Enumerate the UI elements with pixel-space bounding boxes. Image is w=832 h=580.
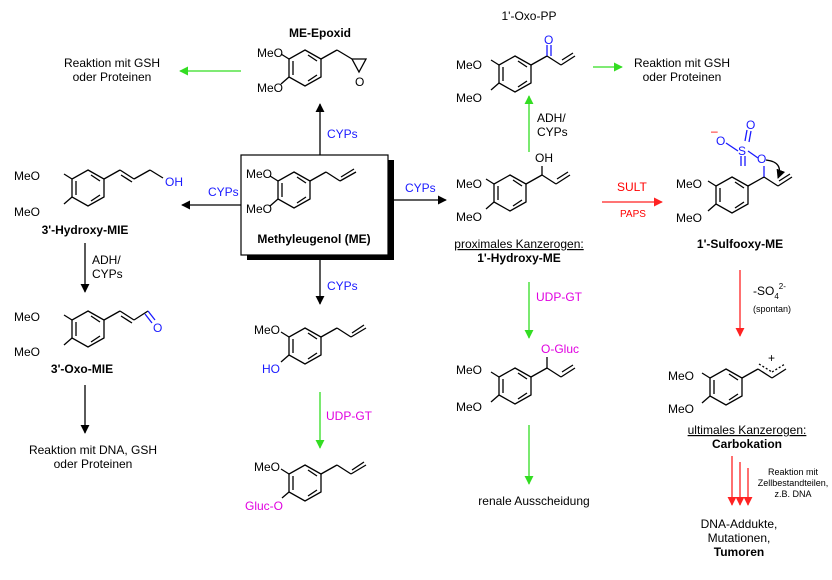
reaction-note-3: z.B. DNA [774, 489, 811, 499]
carbocation-title-1: ultimales Kanzerogen: [688, 423, 807, 437]
oxo-pp-oxygen: O [544, 33, 553, 47]
hydroxy-me-meo-2: MeO [456, 210, 482, 224]
sulfooxy-cofactor: PAPS [620, 209, 646, 220]
phenol: MeO HO [254, 323, 367, 376]
loss-note: (spontan) [753, 304, 791, 314]
oxo-mie-title: 3'-Oxo-MIE [51, 362, 113, 376]
phenol-meo: MeO [254, 323, 280, 337]
methyleugenol-box: MeO MeO Methyleugenol (ME) [240, 154, 394, 260]
reaction-note-1: Reaktion mit [768, 467, 819, 477]
epoxide-oxygen: O [355, 75, 364, 89]
glucuronide-structure [490, 357, 576, 405]
sulfooxy-s: S [738, 144, 746, 158]
center-label: Methyleugenol (ME) [257, 232, 370, 246]
epoxide-fate-line1: Reaktion mit GSH [64, 56, 160, 70]
hydroxy-me-glucuronide: MeO MeO O-Gluc [456, 342, 579, 414]
glucuronide-meo-1: MeO [456, 363, 482, 377]
sulfooxy-o3: O [757, 152, 766, 166]
oxo-pp-enzyme-2: CYPs [537, 125, 568, 139]
phenol-gluc-structure [280, 461, 367, 502]
hydroxy-me-structure [485, 166, 571, 212]
final-line2: Mutationen, [708, 531, 771, 545]
carbocation-title-2: Carbokation [712, 437, 782, 451]
phenol-gluc-meo: MeO [254, 460, 280, 474]
center-meo-2: MeO [246, 202, 272, 216]
oxo-pp-meo-2: MeO [456, 91, 482, 105]
carbocation: + MeO MeO ultimales Kanzerogen: Carbokat… [668, 351, 806, 451]
me-epoxide: ME-Epoxid MeO MeO O [257, 26, 368, 95]
oxo-pp: 1'-Oxo-PP MeO MeO O [456, 9, 576, 105]
sulfooxy-me: – O S O O MeO MeO 1'-Sulfooxy-ME [676, 118, 793, 251]
glucuronide-enzyme: UDP-GT [536, 290, 583, 304]
epoxide-meo-2: MeO [257, 81, 283, 95]
final-line3: Tumoren [714, 545, 764, 559]
hydroxy-me-meo-1: MeO [456, 177, 482, 191]
triple-arrows [727, 456, 753, 506]
carbocation-meo-2: MeO [668, 402, 694, 416]
hydroxy-mie-structure [63, 169, 164, 207]
oxo-mie-fate-line2: oder Proteinen [54, 457, 133, 471]
sulfooxy-o2: O [746, 118, 755, 132]
oxo-mie: MeO MeO O 3'-Oxo-MIE [14, 310, 162, 376]
hydroxy-me-title-2: 1'-Hydroxy-ME [477, 251, 561, 265]
methyleugenol-structure [269, 168, 357, 209]
oxo-mie-fate-line1: Reaktion mit DNA, GSH [29, 443, 157, 457]
hydroxy-mie-oh: OH [165, 175, 183, 189]
glucuronide-fate: renale Ausscheidung [478, 494, 589, 508]
sulfooxy-o1: O [716, 134, 725, 148]
phenol-gluc-enzyme: UDP-GT [326, 409, 373, 423]
glucuronide-meo-2: MeO [456, 400, 482, 414]
phenol-structure [280, 324, 367, 365]
carbocation-structure [701, 363, 787, 406]
phenol-gluc-label: Gluc-O [245, 499, 283, 513]
hydroxy-me-enzyme: CYPs [405, 181, 436, 195]
oxo-pp-title: 1'-Oxo-PP [502, 9, 557, 23]
oxo-pp-enzyme-1: ADH/ [537, 111, 566, 125]
oxo-mie-enzyme-1: ADH/ [92, 253, 121, 267]
epoxide-meo-1: MeO [257, 46, 283, 60]
oxo-pp-meo-1: MeO [456, 58, 482, 72]
sulfooxy-minus: – [711, 124, 718, 138]
hydroxy-mie-meo-1: MeO [14, 169, 40, 183]
phenol-ho: HO [262, 362, 280, 376]
phenol-glucuronide: MeO Gluc-O [245, 460, 367, 513]
epoxide-title: ME-Epoxid [289, 26, 351, 40]
epoxide-structure [280, 49, 368, 87]
oxo-pp-fate-line1: Reaktion mit GSH [634, 56, 730, 70]
final-line1: DNA-Addukte, [701, 517, 778, 531]
carbocation-plus: + [768, 351, 775, 365]
glucuronide-ogluc: O-Gluc [541, 342, 579, 356]
oxo-mie-meo-1: MeO [14, 310, 40, 324]
sulfooxy-structure [707, 129, 793, 214]
oxo-mie-oxygen: O [153, 321, 162, 335]
hydroxy-me: MeO MeO OH proximales Kanzerogen: 1'-Hyd… [454, 151, 583, 265]
sulfooxy-meo-2: MeO [676, 211, 702, 225]
reaction-note-2: Zellbestandteilen, [758, 478, 829, 488]
hydroxy-me-title-1: proximales Kanzerogen: [454, 237, 583, 251]
oxo-mie-enzyme-2: CYPs [92, 267, 123, 281]
epoxide-fate-line2: oder Proteinen [73, 70, 152, 84]
carbocation-meo-1: MeO [668, 369, 694, 383]
phenol-enzyme: CYPs [327, 279, 358, 293]
hydroxy-mie: MeO MeO OH 3'-Hydroxy-MIE [14, 169, 183, 237]
sulfooxy-enzyme: SULT [617, 180, 647, 194]
hydroxy-mie-meo-2: MeO [14, 205, 40, 219]
hydroxy-mie-title: 3'-Hydroxy-MIE [42, 223, 129, 237]
oxo-pp-fate-line2: oder Proteinen [643, 70, 722, 84]
epoxide-enzyme: CYPs [327, 127, 358, 141]
sulfooxy-meo-1: MeO [676, 177, 702, 191]
loss-label: -SO42- [753, 282, 786, 301]
hydroxy-mie-enzyme: CYPs [208, 185, 239, 199]
oxo-pp-structure [490, 45, 576, 93]
oxo-mie-meo-2: MeO [14, 345, 40, 359]
center-meo-1: MeO [246, 167, 272, 181]
hydroxy-me-oh: OH [535, 151, 553, 165]
sulfooxy-title: 1'-Sulfooxy-ME [697, 237, 783, 251]
oxo-mie-structure [63, 310, 156, 348]
